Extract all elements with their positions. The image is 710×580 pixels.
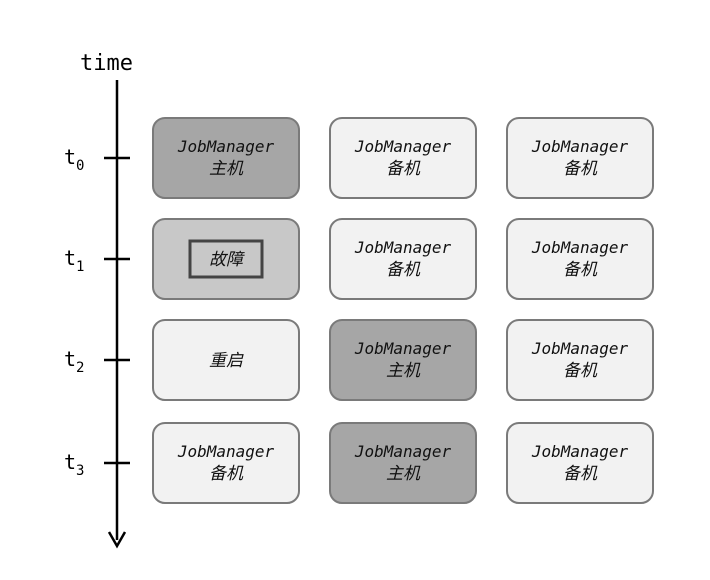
node-role: 备机 <box>209 464 244 484</box>
tick-label-main: t <box>64 347 76 371</box>
jobmanager-node-standby: JobManager 备机 <box>506 319 654 401</box>
tick-label: t0 <box>64 145 84 174</box>
node-box <box>506 319 654 401</box>
tick-label-subscript: 0 <box>76 158 84 174</box>
node-status: 故障 <box>209 250 245 270</box>
node-box <box>506 218 654 300</box>
node-title: JobManager <box>354 442 452 461</box>
node-box <box>329 117 477 199</box>
fault-frame <box>188 239 264 279</box>
node-box <box>329 422 477 504</box>
node-title: JobManager <box>177 442 275 461</box>
node-title: JobManager <box>531 137 629 156</box>
node-box <box>152 218 300 300</box>
node-role: 备机 <box>563 464 598 484</box>
jobmanager-node-standby: JobManager 备机 <box>152 422 300 504</box>
node-role: 主机 <box>386 464 421 484</box>
node-box <box>152 422 300 504</box>
node-box <box>152 117 300 199</box>
tick-label-main: t <box>64 246 76 270</box>
node-role: 备机 <box>386 260 421 280</box>
tick-label-main: t <box>64 450 76 474</box>
node-title: JobManager <box>354 137 452 156</box>
node-role: 备机 <box>563 361 598 381</box>
node-role: 备机 <box>563 159 598 179</box>
jobmanager-node-failed: 故障 <box>152 218 300 300</box>
node-box <box>329 319 477 401</box>
jobmanager-node-standby: JobManager 备机 <box>329 117 477 199</box>
axis-title: time <box>80 51 133 76</box>
box-grid: JobManager主机JobManager备机JobManager备机故障Jo… <box>152 117 654 504</box>
tick-label-subscript: 1 <box>76 259 84 275</box>
node-box <box>506 422 654 504</box>
node-title: JobManager <box>354 339 452 358</box>
node-title: JobManager <box>531 238 629 257</box>
node-role: 备机 <box>563 260 598 280</box>
tick-label: t1 <box>64 246 84 275</box>
jobmanager-node-standby: JobManager 备机 <box>506 117 654 199</box>
tick-label-subscript: 2 <box>76 360 84 376</box>
jobmanager-node-standby: JobManager 备机 <box>506 422 654 504</box>
node-box <box>152 319 300 401</box>
node-status: 重启 <box>209 351 244 371</box>
node-title: JobManager <box>531 339 629 358</box>
tick-label: t2 <box>64 347 84 376</box>
jobmanager-node-restart: 重启 <box>152 319 300 401</box>
node-role: 主机 <box>386 361 421 381</box>
jobmanager-node-primary: JobManager 主机 <box>329 319 477 401</box>
node-title: JobManager <box>531 442 629 461</box>
tick-label-main: t <box>64 145 76 169</box>
jobmanager-node-primary: JobManager 主机 <box>329 422 477 504</box>
node-role: 备机 <box>386 159 421 179</box>
node-title: JobManager <box>354 238 452 257</box>
node-box <box>329 218 477 300</box>
tick-label-subscript: 3 <box>76 463 84 479</box>
jobmanager-node-standby: JobManager 备机 <box>329 218 477 300</box>
time-axis-arrowhead <box>107 531 127 549</box>
node-box <box>506 117 654 199</box>
tick-label: t3 <box>64 450 84 479</box>
jobmanager-node-standby: JobManager 备机 <box>506 218 654 300</box>
jobmanager-node-primary: JobManager 主机 <box>152 117 300 199</box>
node-role: 主机 <box>209 159 244 179</box>
node-title: JobManager <box>177 137 275 156</box>
